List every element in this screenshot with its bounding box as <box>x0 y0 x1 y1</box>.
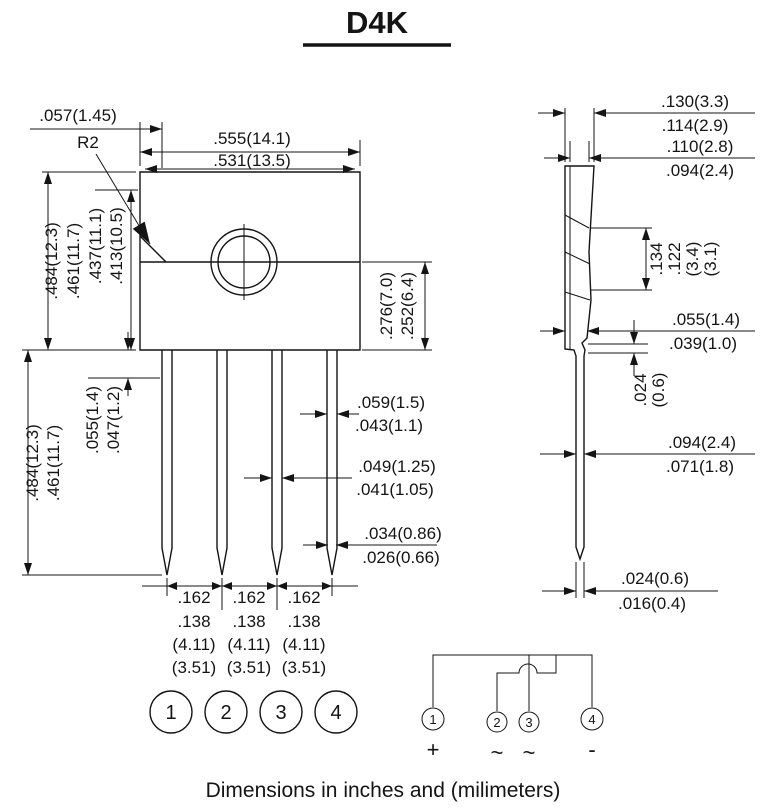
footer-note: Dimensions in inches and (milimeters) <box>206 779 561 802</box>
schematic-pin-2-label: 2 <box>493 715 500 730</box>
side-taper-line <box>564 291 591 301</box>
dim-lead-width-mid-max: .049(1.25) <box>358 457 436 476</box>
package-body-outline <box>139 171 361 351</box>
schematic-pin-4-circle <box>580 707 604 731</box>
dim-corner-offset: .057(1.45) <box>39 106 117 125</box>
arrowhead <box>212 582 222 590</box>
dim-pitch-mm-max: (4.11) <box>282 635 325 654</box>
dim-lead-width-tip-max: .034(0.86) <box>364 524 442 543</box>
side-taper-line <box>564 214 590 229</box>
leader-line <box>95 153 151 245</box>
arrowhead <box>277 582 287 590</box>
dim-lead-width-mid-min: .041(1.05) <box>356 480 434 499</box>
side-view <box>564 165 595 562</box>
dim-hole-offset-min: .252(6.4) <box>398 272 417 340</box>
arrowhead <box>167 582 177 590</box>
front-view-dimensions: .057(1.45) R2 .555(14.1) .531(13.5) .484… <box>22 106 442 677</box>
pinout-schematic: 1 2 3 4 + ~ ~ - <box>421 654 604 765</box>
dim-shoulder-max: .055(1.4) <box>83 386 102 454</box>
dim-pitch-in-min: .138 <box>177 612 210 631</box>
dim-notch-mm: (0.6) <box>649 373 668 408</box>
polarity-ac1: ~ <box>491 740 504 765</box>
dim-width-max: .555(14.1) <box>213 129 291 148</box>
dim-inner-height-max: .437(11.1) <box>86 208 105 284</box>
pin-2-circle <box>204 690 248 734</box>
schematic-pin-1-label: 1 <box>429 712 436 727</box>
lead-2 <box>216 350 228 576</box>
dim-pitch-in-max: .162 <box>177 588 210 607</box>
dim-body-height-min: .461(11.7) <box>64 223 83 299</box>
dim-thickness-mid-max: .110(2.8) <box>667 137 734 156</box>
side-view-dimensions: .130(3.3) .114(2.9) .110(2.8) .094(2.4) … <box>538 92 755 613</box>
dim-shoulder-min: .047(1.2) <box>104 386 123 454</box>
schematic-pin-3-circle <box>518 711 540 733</box>
dim-pitch-in-max: .162 <box>232 588 265 607</box>
dim-inner-height-min: .413(10.5) <box>107 207 126 285</box>
dim-tip-thickness-min: .016(0.4) <box>618 594 686 613</box>
dim-lead-width-tip-min: .026(0.66) <box>362 548 440 567</box>
pin-numbers: 1 2 3 4 <box>149 690 358 734</box>
polarity-ac2: ~ <box>523 740 536 765</box>
schematic-pin-3-label: 3 <box>525 715 532 730</box>
arrowhead <box>267 582 277 590</box>
lead-3 <box>271 350 283 576</box>
dim-pitch-mm-max: (4.11) <box>227 635 270 654</box>
dim-thickness-top-min: .114(2.9) <box>662 116 729 135</box>
schematic-outer-wire <box>432 654 593 707</box>
dim-tab-height-max: .134 <box>647 242 666 275</box>
dim-lead-length-min: .461(11.7) <box>44 425 63 501</box>
dim-hole-offset-max: .276(7.0) <box>377 272 396 340</box>
pin-4-circle <box>314 690 358 734</box>
dim-corner-radius: R2 <box>77 133 99 152</box>
dim-lead-width-top-max: .059(1.5) <box>357 393 425 412</box>
pin-1-label: 1 <box>165 702 176 724</box>
arrowhead <box>322 582 332 590</box>
dim-step-min: .039(1.0) <box>669 334 737 353</box>
dim-pitch-mm-min: (3.51) <box>227 658 271 677</box>
dim-pitch-in-min: .138 <box>232 612 265 631</box>
schematic-pin2-wire-with-jump <box>496 655 557 711</box>
dim-lead-length-max: .484(12.3) <box>23 424 42 502</box>
dim-lead-offset-min: .071(1.8) <box>666 457 734 476</box>
lead-4 <box>326 350 338 576</box>
dim-lead-offset-max: .094(2.4) <box>668 433 736 452</box>
arrowhead <box>222 582 232 590</box>
dim-tip-thickness-max: .024(0.6) <box>621 569 689 588</box>
side-taper-line <box>564 251 591 265</box>
dim-body-height-max: .484(12.3) <box>42 222 61 300</box>
pin-1-circle <box>149 690 193 734</box>
dim-width-min: .531(13.5) <box>213 151 291 170</box>
pin-3-circle <box>259 690 303 734</box>
corner-chamfer-line <box>139 235 167 263</box>
dim-notch-in: .024 <box>631 373 650 406</box>
pin-2-label: 2 <box>220 702 231 724</box>
schematic-pin-1-circle <box>421 707 445 731</box>
dim-tab-height-mm-min: (3.1) <box>701 242 720 277</box>
dim-lead-width-top-min: .043(1.1) <box>355 416 423 435</box>
page-title: D4K <box>346 5 409 40</box>
front-view <box>139 171 361 576</box>
dim-tab-height-min: .122 <box>665 242 684 275</box>
dim-pitch-in-max: .162 <box>287 588 320 607</box>
lead-1 <box>161 350 173 576</box>
dim-tab-height-mm-max: (3.4) <box>683 242 702 277</box>
title-block: D4K <box>303 5 451 47</box>
dim-pitch-in-min: .138 <box>287 612 320 631</box>
dim-step-max: .055(1.4) <box>672 310 740 329</box>
polarity-minus: - <box>588 737 595 762</box>
schematic-pin-4-label: 4 <box>588 712 595 727</box>
dim-pitch-mm-min: (3.51) <box>172 658 216 677</box>
dim-thickness-mid-min: .094(2.4) <box>666 161 734 180</box>
dim-thickness-top-max: .130(3.3) <box>661 92 729 111</box>
pin-3-label: 3 <box>275 702 286 724</box>
schematic-pin-2-circle <box>486 711 508 733</box>
pin-4-label: 4 <box>330 702 341 724</box>
side-profile-outline <box>564 165 595 562</box>
dim-pitch-mm-max: (4.11) <box>172 635 215 654</box>
dim-pitch-mm-min: (3.51) <box>282 658 326 677</box>
polarity-plus: + <box>427 737 440 762</box>
